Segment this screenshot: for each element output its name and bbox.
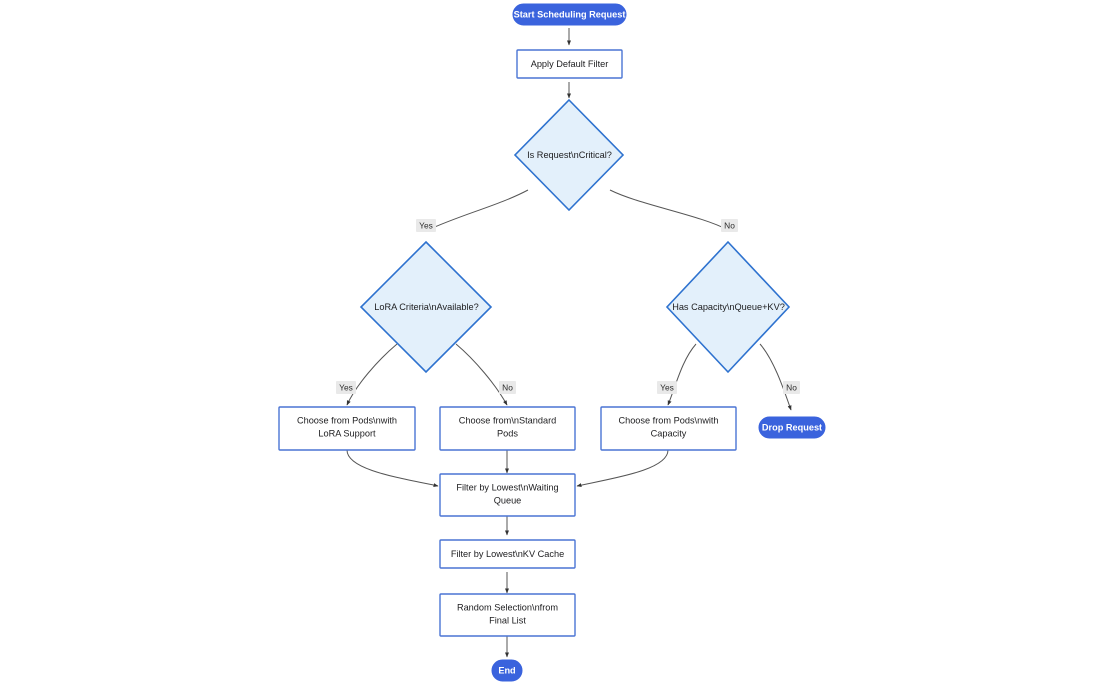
node-lora-criteria-available[interactable]: LoRA Criteria\nAvailable?	[359, 240, 493, 374]
node-filter-kv-cache[interactable]: Filter by Lowest\nKV Cache	[439, 539, 576, 569]
node-choose-lora-pods[interactable]: Choose from Pods\nwith LoRA Support	[278, 406, 416, 451]
node-lora-criteria-available-label: LoRA Criteria\nAvailable?	[374, 302, 479, 312]
node-choose-standard-pods[interactable]: Choose from\nStandard Pods	[439, 406, 576, 451]
node-apply-default-filter[interactable]: Apply Default Filter	[516, 49, 623, 79]
node-lora-criteria-available-shape[interactable]	[359, 240, 493, 374]
node-start[interactable]: Start Scheduling Request	[512, 3, 627, 26]
edge-label-bg-capacity-yes	[657, 381, 677, 394]
node-end-shape[interactable]	[491, 659, 523, 682]
node-choose-lora-pods-label-line1: Choose from Pods\nwith	[297, 415, 397, 425]
nodes-layer: Start Scheduling Request Apply Default F…	[278, 3, 826, 682]
node-start-label: Start Scheduling Request	[514, 9, 626, 19]
node-choose-standard-pods-shape[interactable]	[439, 406, 576, 451]
edge-capacity-yes-to-choose-capacity-pods	[667, 343, 697, 406]
edge-label-text-lora-no: No	[502, 383, 513, 393]
node-choose-capacity-pods-shape[interactable]	[600, 406, 737, 451]
edge-label-text-critical-yes: Yes	[419, 221, 433, 231]
node-apply-default-filter-label: Apply Default Filter	[531, 59, 609, 69]
node-filter-waiting-queue-shape[interactable]	[439, 473, 576, 517]
node-choose-standard-pods-label-line1: Choose from\nStandard	[459, 415, 557, 425]
edge-label-bg-critical-no	[721, 219, 738, 232]
edge-label-bg-lora-yes	[336, 381, 356, 394]
node-start-shape[interactable]	[512, 3, 627, 26]
edge-label-critical-yes: Yes	[416, 219, 436, 232]
node-random-selection[interactable]: Random Selection\nfrom Final List	[439, 593, 576, 637]
node-end[interactable]: End	[491, 659, 523, 682]
node-choose-standard-pods-label-line2: Pods	[497, 428, 518, 438]
node-random-selection-label-line1: Random Selection\nfrom	[457, 602, 558, 612]
node-random-selection-shape[interactable]	[439, 593, 576, 637]
edge-labels-layer: Yes No Yes No Yes No	[336, 219, 800, 394]
node-drop-request-shape[interactable]	[758, 416, 826, 439]
node-choose-lora-pods-label-line2: LoRA Support	[318, 428, 376, 438]
edge-label-lora-yes: Yes	[336, 381, 356, 394]
edge-label-bg-lora-no	[499, 381, 516, 394]
node-is-request-critical[interactable]: Is Request\nCritical?	[513, 98, 625, 212]
node-choose-capacity-pods-label-line1: Choose from Pods\nwith	[618, 415, 718, 425]
edge-label-text-critical-no: No	[724, 221, 735, 231]
edge-label-text-capacity-yes: Yes	[660, 383, 674, 393]
edge-lora-no-to-choose-standard-pods	[455, 343, 508, 406]
edge-is-critical-yes-to-lora	[427, 189, 529, 231]
edges-layer	[346, 28, 792, 658]
node-apply-default-filter-shape[interactable]	[516, 49, 623, 79]
edge-label-capacity-no: No	[783, 381, 800, 394]
node-has-capacity[interactable]: Has Capacity\nQueue+KV?	[665, 240, 791, 374]
edge-label-capacity-yes: Yes	[657, 381, 677, 394]
node-filter-waiting-queue[interactable]: Filter by Lowest\nWaiting Queue	[439, 473, 576, 517]
node-choose-capacity-pods[interactable]: Choose from Pods\nwith Capacity	[600, 406, 737, 451]
node-choose-lora-pods-shape[interactable]	[278, 406, 416, 451]
node-has-capacity-label: Has Capacity\nQueue+KV?	[672, 302, 785, 312]
edge-is-critical-no-to-capacity	[609, 189, 729, 231]
node-drop-request[interactable]: Drop Request	[758, 416, 826, 439]
node-filter-waiting-queue-label-line2: Queue	[494, 495, 522, 505]
edge-capacity-no-to-drop-request	[759, 343, 792, 411]
edge-label-lora-no: No	[499, 381, 516, 394]
node-random-selection-label-line2: Final List	[489, 615, 526, 625]
node-drop-request-label: Drop Request	[762, 422, 822, 432]
edge-choose-lora-pods-to-filter-waiting-queue	[346, 449, 439, 488]
node-end-label: End	[498, 665, 515, 675]
node-is-request-critical-shape[interactable]	[513, 98, 625, 212]
node-filter-kv-cache-shape[interactable]	[439, 539, 576, 569]
node-has-capacity-shape[interactable]	[665, 240, 791, 374]
edge-label-bg-capacity-no	[783, 381, 800, 394]
edge-label-text-lora-yes: Yes	[339, 383, 353, 393]
node-filter-waiting-queue-label-line1: Filter by Lowest\nWaiting	[456, 482, 558, 492]
edge-label-text-capacity-no: No	[786, 383, 797, 393]
edge-label-critical-no: No	[721, 219, 738, 232]
edge-label-bg-critical-yes	[416, 219, 436, 232]
edge-choose-capacity-pods-to-filter-waiting-queue	[576, 449, 669, 488]
node-choose-capacity-pods-label-line2: Capacity	[651, 428, 687, 438]
node-filter-kv-cache-label: Filter by Lowest\nKV Cache	[451, 549, 564, 559]
edge-lora-yes-to-choose-lora-pods	[346, 343, 398, 406]
node-is-request-critical-label: Is Request\nCritical?	[527, 150, 612, 160]
